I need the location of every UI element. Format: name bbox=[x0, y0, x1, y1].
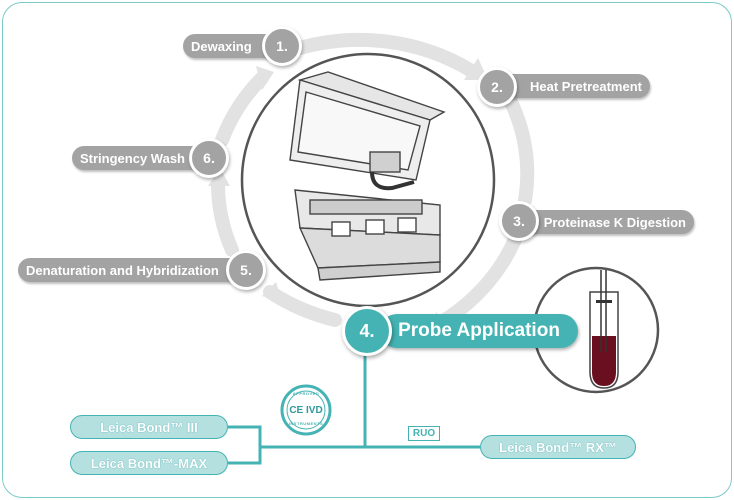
ruo-label: RUO bbox=[408, 426, 440, 441]
cycle-arrow-2-3 bbox=[503, 93, 535, 207]
step-6-label: Stringency Wash bbox=[80, 150, 185, 166]
badge-inner-ring bbox=[286, 390, 326, 430]
cycle-arrow-6-1 bbox=[215, 71, 269, 147]
cycle-arrow-5-6 bbox=[211, 178, 239, 257]
instrument-bond-rx: Leica Bond™ RX™ bbox=[480, 435, 636, 459]
connector-lines bbox=[228, 352, 480, 465]
arrowhead-6 bbox=[208, 168, 230, 186]
step-4-pill: Probe Application bbox=[380, 314, 578, 348]
step-4-label: Probe Application bbox=[398, 320, 560, 341]
step-2-number: 2. bbox=[477, 67, 517, 107]
cycle-arrow-3-4 bbox=[438, 225, 525, 327]
arrowhead-5 bbox=[262, 282, 282, 302]
step-6-number: 6. bbox=[189, 138, 229, 178]
instrument-bond-iii: Leica Bond™ III bbox=[70, 415, 228, 439]
badge-title: CE IVD bbox=[289, 405, 323, 416]
step-3-label: Proteinase K Digestion bbox=[543, 214, 686, 230]
badge-top-text: APPROVED bbox=[292, 391, 320, 396]
instrument-bond-max: Leica Bond™-MAX bbox=[70, 451, 228, 475]
instrument-illustration bbox=[289, 71, 446, 281]
step-2-label: Heat Pretreatment bbox=[530, 78, 642, 94]
tube-illustration bbox=[589, 270, 619, 389]
step-1-label: Dewaxing bbox=[191, 38, 252, 54]
step-5-number: 5. bbox=[226, 250, 266, 290]
badge-bottom-text: INSTRUMENTS bbox=[288, 421, 324, 426]
step-6-pill: Stringency Wash bbox=[72, 146, 204, 170]
arrowhead-1 bbox=[256, 66, 274, 90]
badge-ring bbox=[280, 384, 332, 436]
step-5-label: Denaturation and Hybridization bbox=[26, 262, 219, 278]
step-3-pill: Proteinase K Digestion bbox=[518, 210, 694, 234]
step-5-pill: Denaturation and Hybridization bbox=[18, 258, 242, 282]
step-3-number: 3. bbox=[499, 201, 539, 241]
cycle-arrow-1-2 bbox=[293, 32, 477, 77]
step-1-number: 1. bbox=[262, 26, 302, 66]
step-4-number: 4. bbox=[342, 306, 392, 356]
